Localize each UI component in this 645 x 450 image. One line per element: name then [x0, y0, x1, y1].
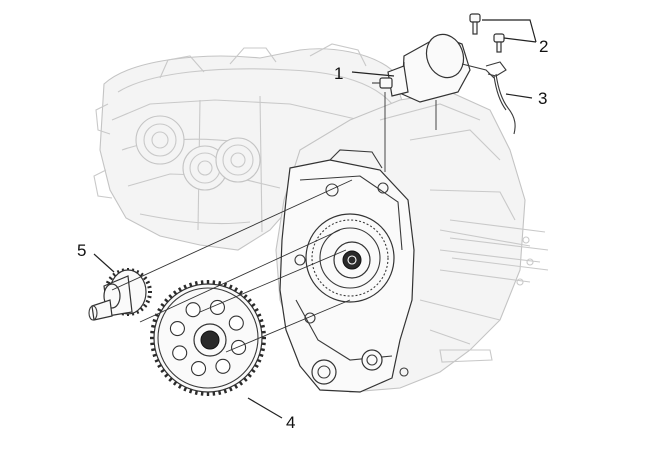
starter-motor — [372, 33, 495, 103]
left-half-bearings — [135, 115, 261, 191]
callout-1: 1 — [334, 64, 343, 83]
screws — [469, 13, 505, 53]
gear-hole — [190, 361, 207, 377]
gear-tooth — [147, 285, 152, 289]
gear-tooth — [147, 295, 152, 299]
assembly-rays — [111, 92, 437, 353]
screw-upper — [469, 13, 481, 35]
gear-hole — [172, 345, 188, 361]
gear-hole — [228, 315, 244, 331]
large-gear-holes — [169, 299, 247, 377]
large-starter-gear — [150, 280, 266, 396]
callout-4: 4 — [286, 413, 295, 432]
crankcase-cover — [279, 149, 415, 393]
callout-3: 3 — [538, 89, 547, 108]
gear-tooth — [145, 299, 151, 304]
callout-5: 5 — [77, 241, 86, 260]
gear-tooth — [143, 276, 148, 281]
gear-hole — [185, 302, 201, 318]
gear-tooth — [108, 276, 113, 281]
gear-hole — [231, 339, 247, 356]
screw-lower — [493, 33, 505, 53]
callout-2: 2 — [539, 37, 548, 56]
compound-gear-shaft — [88, 268, 152, 321]
gear-hole — [215, 358, 231, 374]
ground-cable — [485, 61, 516, 135]
gear-hole — [169, 320, 185, 337]
gear-tooth — [143, 303, 148, 308]
gear-tooth — [105, 280, 111, 285]
leader-lines — [93, 19, 537, 419]
gear-tooth — [145, 280, 151, 285]
